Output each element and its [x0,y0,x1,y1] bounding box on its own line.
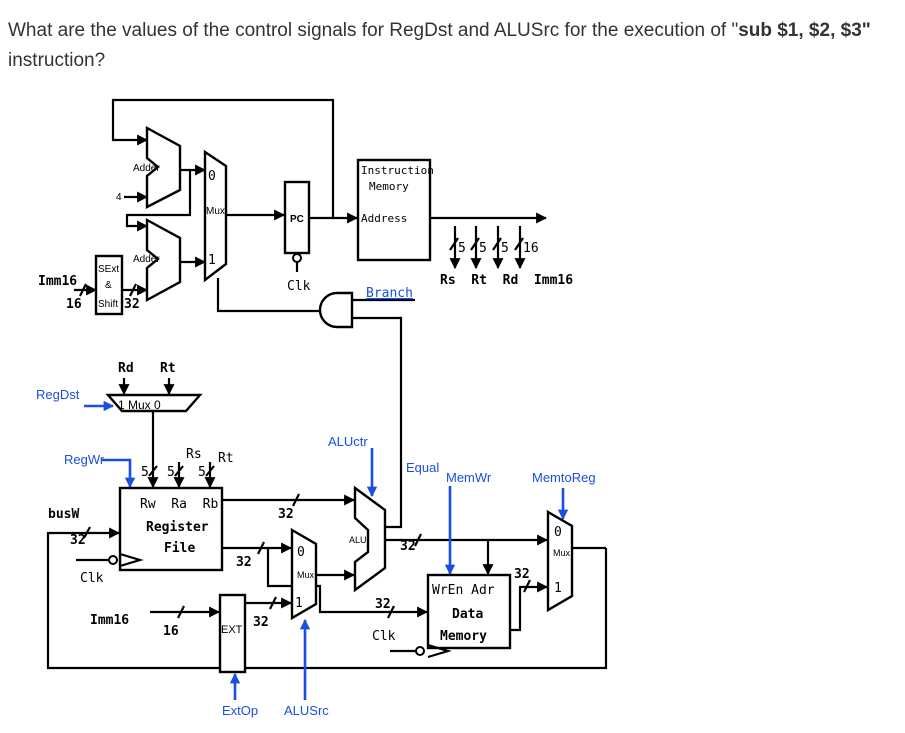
alusrc-mux-label: Mux [297,570,315,580]
rf-clk-label: Clk [80,571,104,586]
imm16-bottom-width: 16 [163,624,179,639]
rw-width: 5 [141,465,149,480]
memtoreg-mux-in1: 1 [554,581,562,596]
pc-mux [203,149,228,283]
ext-out-width: 32 [253,615,269,630]
question-suffix: instruction? [8,50,106,71]
branch-and-gate [318,291,354,329]
alusrc-mux-in1: 1 [295,596,303,611]
pc-label: PC [290,214,304,225]
equal-signal: Equal [406,460,439,475]
dmem-ports: WrEn Adr [432,583,495,598]
instruction-memory [356,158,432,262]
rb-width: 5 [198,465,206,480]
busw-width: 32 [70,533,86,548]
regdst-mux-label: 1 Mux 0 [118,398,161,412]
imm16-top-label: Imm16 [38,274,77,289]
pc-mux-in1: 1 [208,253,216,268]
imm16-bottom-label: Imm16 [90,613,129,628]
memtoreg-mux-in0: 0 [554,525,562,540]
data-memory [426,573,512,650]
dmem-title-2: Memory [440,629,487,644]
shift-label: Shift [98,299,118,310]
pc-feedback-wire [111,98,335,218]
pc-mux-in0: 0 [208,169,216,184]
ext-label: EXT [221,624,243,636]
imm16-width: 16 [523,241,539,256]
dmem-clk-label: Clk [372,629,396,644]
sext-shift-box [94,254,124,316]
dmem-in-width: 32 [375,597,391,612]
memtoreg-mux-label: Mux [553,548,571,558]
fields-label: Rs Rt Rd Imm16 [440,273,573,288]
question-instruction: sub $1, $2, $3" [738,20,871,41]
rt-label-rf: Rt [218,451,234,466]
rt-width: 5 [479,241,487,256]
rd-width: 5 [501,241,509,256]
regwr-signal: RegWr [64,452,105,467]
question-prefix: What are the values of the control signa… [8,20,739,41]
alu-label: ALU [349,535,367,545]
memtoreg-mux [546,509,574,613]
rf-title-1: Register [146,520,209,535]
extop-signal: ExtOp [222,703,258,718]
adder-bottom-label: Adder [133,254,160,265]
ext-unit [218,593,247,674]
rf-title-2: File [164,541,195,556]
register-file [118,486,224,572]
pc-mux-label: Mux [206,206,225,217]
pc-clk-label: Clk [287,279,311,294]
alusrc-mux [290,527,318,621]
busa-width: 32 [278,507,294,522]
busb-width: 32 [236,555,252,570]
branch-signal: Branch [366,286,413,301]
dmem-title-1: Data [452,607,483,622]
imem-address: Address [361,212,407,225]
memtoreg-signal: MemtoReg [532,470,596,485]
rt-label: Rt [160,361,176,376]
instruction-fields: 5 5 5 16 Rs Rt Rd Imm16 [440,226,573,288]
imm16-top-width: 16 [66,297,82,312]
rf-ports: Rw Ra Rb [140,497,218,512]
rd-label: Rd [118,361,134,376]
regdst-signal: RegDst [36,387,80,402]
rs-label: Rs [186,447,202,462]
sext-out-width: 32 [124,297,140,312]
sext-amp-label: & [105,280,112,291]
memwr-signal: MemWr [446,470,492,485]
const-four: 4 [116,192,122,203]
imem-title-1: Instruction [361,164,434,177]
rs-width: 5 [458,241,466,256]
adder-bottom [145,217,182,303]
adder-top-label: Adder [133,163,160,174]
busw-label: busW [48,507,79,522]
alusrc-mux-in0: 0 [297,545,305,560]
sext-label: SExt [98,264,119,275]
imem-title-2: Memory [369,180,409,193]
alu [353,485,387,593]
regdst-mux [105,393,203,413]
aluctr-signal: ALUctr [328,434,368,449]
question-text: What are the values of the control signa… [8,16,898,76]
alu-out-width: 32 [400,539,416,554]
alusrc-signal: ALUSrc [284,703,329,718]
dmem-out-width: 32 [514,567,530,582]
ra-width: 5 [167,465,175,480]
